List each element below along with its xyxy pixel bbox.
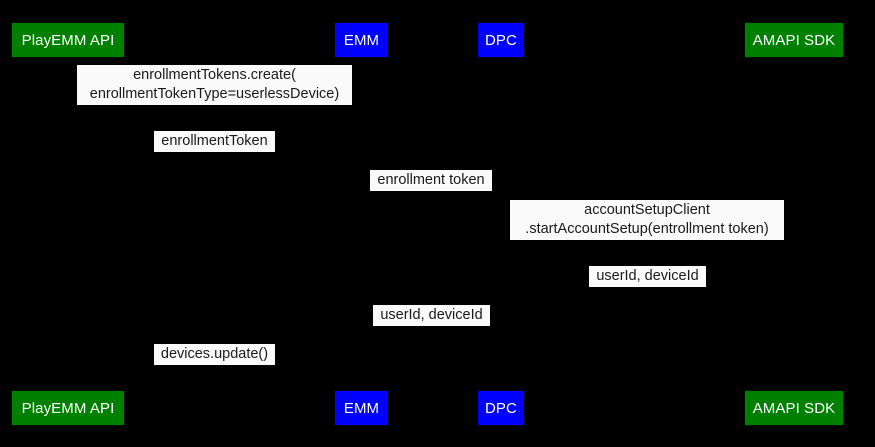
message-label-5: userId, deviceId	[589, 266, 706, 287]
message-arrow-5	[509, 292, 794, 293]
participant-label: PlayEMM API	[21, 31, 115, 49]
participant-emm-top[interactable]: EMM	[334, 22, 389, 58]
message-arrow-2	[76, 157, 361, 158]
participant-amapi-sdk-bottom[interactable]: AMAPI SDK	[744, 390, 844, 426]
participant-label: EMM	[343, 399, 380, 417]
lifeline-emm	[361, 58, 362, 390]
message-arrowhead-3	[493, 192, 501, 200]
message-label-2: enrollmentToken	[154, 131, 275, 152]
participant-label: EMM	[343, 31, 380, 49]
participant-playemm-api-bottom[interactable]: PlayEMM API	[11, 390, 125, 426]
message-label-3: enrollment token	[370, 170, 492, 191]
lifeline-playemm-api	[68, 58, 69, 390]
participant-emm-bottom[interactable]: EMM	[334, 390, 389, 426]
message-label-4: accountSetupClient .startAccountSetup(en…	[510, 200, 784, 240]
message-arrowhead-5	[501, 288, 509, 296]
participant-dpc-bottom[interactable]: DPC	[477, 390, 525, 426]
message-arrow-4	[501, 245, 786, 246]
lifeline-dpc	[501, 58, 502, 390]
participant-amapi-sdk-top[interactable]: AMAPI SDK	[744, 22, 844, 58]
message-label-6: userId, deviceId	[373, 305, 490, 326]
participant-label: DPC	[485, 31, 517, 49]
message-label-1: enrollmentTokens.create( enrollmentToken…	[77, 65, 352, 105]
message-arrowhead-6	[361, 327, 369, 335]
participant-dpc-top[interactable]: DPC	[477, 22, 525, 58]
message-arrowhead-7	[68, 366, 76, 374]
message-arrowhead-4	[786, 241, 794, 249]
message-arrow-6	[369, 331, 501, 332]
message-arrow-7	[76, 370, 361, 371]
message-label-7: devices.update()	[154, 344, 275, 365]
participant-label: DPC	[485, 399, 517, 417]
message-arrow-1	[68, 110, 353, 111]
message-arrow-3	[361, 196, 493, 197]
message-arrowhead-2	[68, 153, 76, 161]
participant-label: AMAPI SDK	[752, 31, 836, 49]
participant-playemm-api-top[interactable]: PlayEMM API	[11, 22, 125, 58]
participant-label: PlayEMM API	[21, 399, 115, 417]
lifeline-amapi-sdk	[794, 58, 795, 390]
message-arrowhead-1	[353, 106, 361, 114]
participant-label: AMAPI SDK	[752, 399, 836, 417]
